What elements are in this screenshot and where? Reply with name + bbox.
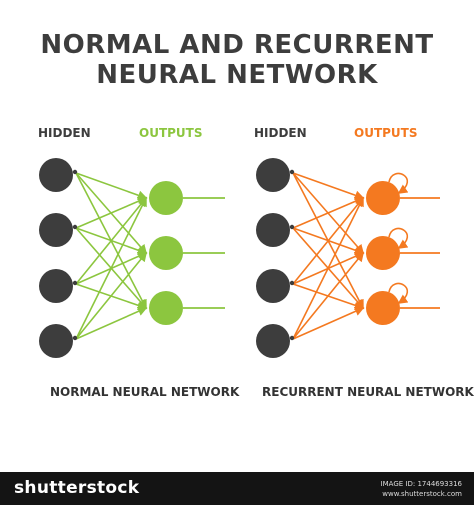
connection-dot (72, 280, 78, 286)
recurrent-loop-arrow (388, 227, 409, 249)
output-node (149, 181, 183, 215)
connection-line (292, 196, 364, 340)
connection-line (75, 251, 148, 340)
recurrent-network-caption: RECURRENT NEURAL NETWORK (262, 385, 474, 399)
connection-dot (289, 335, 295, 341)
connection-line (292, 306, 365, 340)
connection-line (75, 196, 148, 229)
connection-line (292, 196, 365, 285)
connection-line (75, 196, 148, 285)
hidden-node (256, 269, 290, 303)
connection-line (292, 196, 365, 229)
hidden-node (39, 158, 73, 192)
title-line-1: NORMAL AND RECURRENT (40, 30, 434, 60)
connection-line (75, 306, 148, 340)
connection-dot (289, 280, 295, 286)
image-id: IMAGE ID: 1744693316 (380, 480, 462, 488)
output-node (149, 236, 183, 270)
connection-line (292, 251, 365, 340)
normal-hidden-label: HIDDEN (38, 126, 91, 140)
connection-dot (289, 224, 295, 230)
hidden-node (39, 269, 73, 303)
hidden-node (256, 213, 290, 247)
recurrent-outputs-label: OUTPUTS (354, 126, 418, 140)
normal-network (39, 158, 225, 358)
recurrent-hidden-label: HIDDEN (254, 126, 307, 140)
recurrent-network (256, 158, 440, 358)
output-node (366, 181, 400, 215)
connection-dot (72, 169, 78, 175)
shutterstock-logo: shutterstock (14, 478, 140, 498)
connection-dot (72, 224, 78, 230)
output-node (366, 291, 400, 325)
connection-dot (72, 335, 78, 341)
footer-bar: shutterstock IMAGE ID: 1744693316 www.sh… (0, 472, 474, 505)
connection-dot (289, 169, 295, 175)
normal-outputs-label: OUTPUTS (139, 126, 203, 140)
normal-network-caption: NORMAL NEURAL NETWORK (50, 385, 240, 399)
output-node (149, 291, 183, 325)
connection-line (75, 172, 148, 200)
recurrent-loop-arrow (388, 282, 409, 304)
hidden-node (39, 213, 73, 247)
connection-line (292, 172, 365, 200)
site-url: www.shutterstock.com (382, 490, 462, 498)
hidden-node (39, 324, 73, 358)
hidden-node (256, 324, 290, 358)
title-line-2: NEURAL NETWORK (96, 60, 378, 90)
output-node (366, 236, 400, 270)
connection-line (75, 196, 147, 340)
recurrent-loop-arrow (388, 172, 409, 194)
hidden-node (256, 158, 290, 192)
